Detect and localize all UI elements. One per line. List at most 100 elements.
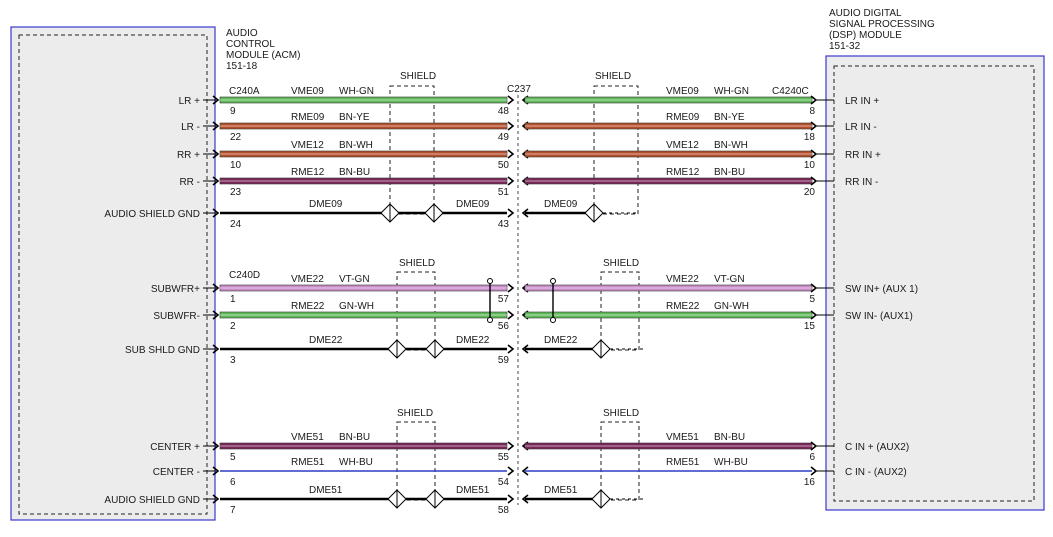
- connector-inline: C237: [507, 84, 531, 95]
- inline-terminal-icon: [521, 208, 529, 218]
- inline-terminal-icon: [507, 466, 515, 476]
- acm-title-line-4: 151-18: [226, 61, 258, 72]
- wire-color-label: VT-GN: [339, 274, 370, 285]
- circuit-label: RME09: [666, 112, 700, 123]
- shield-box: [593, 85, 639, 215]
- acm-pin-number: 1: [230, 294, 236, 305]
- inline-pin-number: 48: [498, 106, 510, 117]
- acm-module-box: [10, 26, 216, 521]
- shield-box: [600, 421, 640, 501]
- acm-terminal-icon: [212, 441, 220, 451]
- dsp-title-line-1: AUDIO DIGITAL: [829, 8, 902, 19]
- acm-terminal-icon: [212, 176, 220, 186]
- wire-color-label: WH-BU: [339, 457, 373, 468]
- dsp-pin-number: 16: [804, 477, 816, 488]
- acm-pin-label: RR -: [179, 177, 200, 188]
- dsp-pin-number: 20: [804, 187, 816, 198]
- wire-color-label: BN-BU: [714, 432, 745, 443]
- dsp-pin-label: RR IN +: [845, 150, 881, 161]
- inline-pin-number: 50: [498, 160, 510, 171]
- wire-color-label: BN-YE: [714, 112, 745, 123]
- connector-acm-a: C240A: [229, 86, 260, 97]
- shield-label: SHIELD: [603, 258, 639, 269]
- circuit-label: RME22: [666, 301, 700, 312]
- shield-box: [396, 271, 436, 351]
- wire-color-label: GN-WH: [339, 301, 374, 312]
- inline-terminal-icon: [507, 149, 515, 159]
- shield-box: [600, 271, 640, 351]
- inline-terminal-icon: [507, 121, 515, 131]
- acm-terminal-icon: [212, 208, 220, 218]
- acm-pin-number: 10: [230, 160, 242, 171]
- inline-terminal-icon: [521, 344, 529, 354]
- circuit-label: VME12: [291, 140, 324, 151]
- dsp-pin-label: RR IN -: [845, 177, 878, 188]
- acm-pin-label: LR +: [179, 96, 201, 107]
- circuit-label: DME09: [456, 199, 490, 210]
- dsp-pin-label: LR IN -: [845, 122, 877, 133]
- inline-terminal-icon: [507, 283, 515, 293]
- connector-dsp: C4240C: [772, 86, 809, 97]
- shield-label: SHIELD: [400, 71, 436, 82]
- dsp-pin-label: LR IN +: [845, 96, 879, 107]
- dsp-module-box: [825, 55, 1045, 511]
- acm-title-line-2: CONTROL: [226, 39, 275, 50]
- acm-pin-label: LR -: [181, 122, 200, 133]
- shield-group-1: SHIELD SHIELD: [389, 71, 639, 215]
- acm-pin-number: 22: [230, 132, 242, 143]
- inline-terminal-icon: [507, 310, 515, 320]
- inline-terminal-icon: [507, 344, 515, 354]
- circuit-label: VME22: [291, 274, 324, 285]
- acm-pin-number: 9: [230, 106, 236, 117]
- dsp-pin-label: SW IN+ (AUX 1): [845, 284, 918, 295]
- acm-title-line-3: MODULE (ACM): [226, 50, 300, 61]
- inline-terminal-icon: [521, 494, 529, 504]
- inline-terminal-icon: [507, 494, 515, 504]
- dsp-pin-number: 15: [804, 321, 816, 332]
- circuit-label: DME51: [544, 485, 578, 496]
- acm-pin-number: 3: [230, 355, 236, 366]
- dsp-title-line-2: SIGNAL PROCESSING: [829, 19, 935, 30]
- dsp-module-inner: [833, 65, 1035, 502]
- circuit-label: DME51: [456, 485, 490, 496]
- dsp-title-line-3: (DSP) MODULE: [829, 30, 902, 41]
- circuit-label: VME09: [666, 86, 699, 97]
- acm-pin-label: SUBWFR+: [151, 284, 200, 295]
- acm-pin-number: 2: [230, 321, 236, 332]
- twisted-pair-marker-end: [487, 278, 493, 284]
- inline-pin-number: 49: [498, 132, 510, 143]
- circuit-label: DME09: [309, 199, 343, 210]
- wire-color-label: BN-YE: [339, 112, 370, 123]
- circuit-label: RME22: [291, 301, 325, 312]
- wire-color-label: BN-WH: [339, 140, 373, 151]
- dsp-pin-label: C IN - (AUX2): [845, 467, 907, 478]
- circuit-label: VME51: [291, 432, 324, 443]
- connector-acm-d: C240D: [229, 270, 260, 281]
- shield-box: [396, 421, 436, 501]
- circuit-label: DME22: [544, 335, 578, 346]
- acm-pin-label: SUB SHLD GND: [125, 345, 200, 356]
- dsp-title-line-4: 151-32: [829, 41, 861, 52]
- inline-pin-number: 55: [498, 452, 510, 463]
- acm-pin-label: SUBWFR-: [153, 311, 200, 322]
- circuit-label: VME22: [666, 274, 699, 285]
- inline-terminal-icon: [507, 441, 515, 451]
- inline-terminal-icon: [507, 95, 515, 105]
- dsp-pin-number: 10: [804, 160, 816, 171]
- dsp-pin-number: 8: [809, 106, 815, 117]
- dsp-title: AUDIO DIGITAL SIGNAL PROCESSING (DSP) MO…: [829, 8, 935, 52]
- inline-terminal-icon: [507, 208, 515, 218]
- shield-label: SHIELD: [603, 408, 639, 419]
- dsp-pin-label: C IN + (AUX2): [845, 442, 909, 453]
- wire-color-label: BN-BU: [339, 432, 370, 443]
- circuit-label: DME09: [544, 199, 578, 210]
